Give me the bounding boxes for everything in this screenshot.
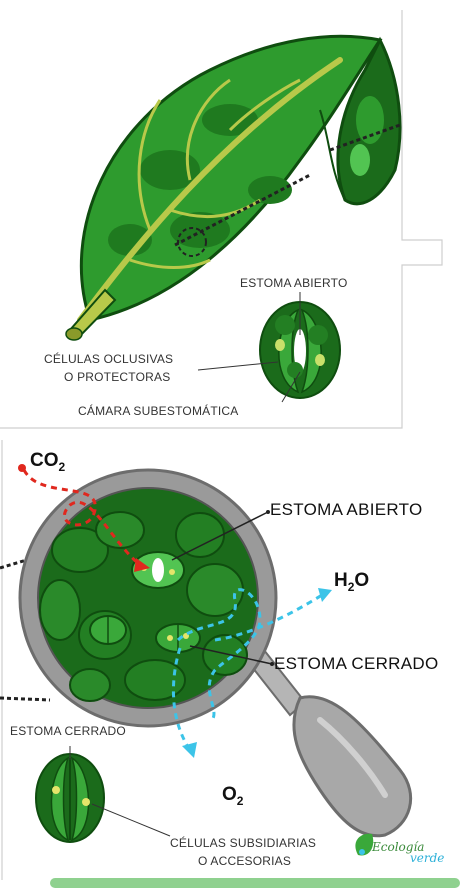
label-celulas-oclusivas: CÉLULAS OCLUSIVAS	[44, 352, 173, 366]
label-protectoras: O PROTECTORAS	[64, 370, 170, 384]
label-estoma-abierto-bottom: ESTOMA ABIERTO	[270, 500, 423, 520]
label-estoma-abierto-top: ESTOMA ABIERTO	[240, 276, 348, 290]
logo-line2: verde	[372, 851, 444, 865]
label-h2o: H2O	[334, 570, 369, 594]
label-celulas-subsidiarias: CÉLULAS SUBSIDIARIAS	[170, 836, 316, 850]
label-estoma-cerrado: ESTOMA CERRADO	[274, 654, 438, 674]
leaf-stoma-panel: ESTOMA ABIERTO CÉLULAS OCLUSIVAS O PROTE…	[0, 0, 460, 430]
label-estoma-cerrado-small: ESTOMA CERRADO	[10, 724, 126, 738]
logo-text: Ecología verde	[372, 842, 444, 864]
label-o2: O2	[222, 784, 243, 808]
label-camara-subestomatica: CÁMARA SUBESTOMÁTICA	[78, 404, 238, 418]
small-closed-stoma	[36, 754, 104, 842]
label-accesorias: O ACCESORIAS	[198, 854, 291, 868]
label-co2: CO2	[30, 450, 65, 474]
magnifier-panel: CO2 ESTOMA ABIERTO H2O ESTOMA CERRADO ES…	[0, 440, 460, 890]
bottom-accent-bar	[50, 878, 460, 888]
